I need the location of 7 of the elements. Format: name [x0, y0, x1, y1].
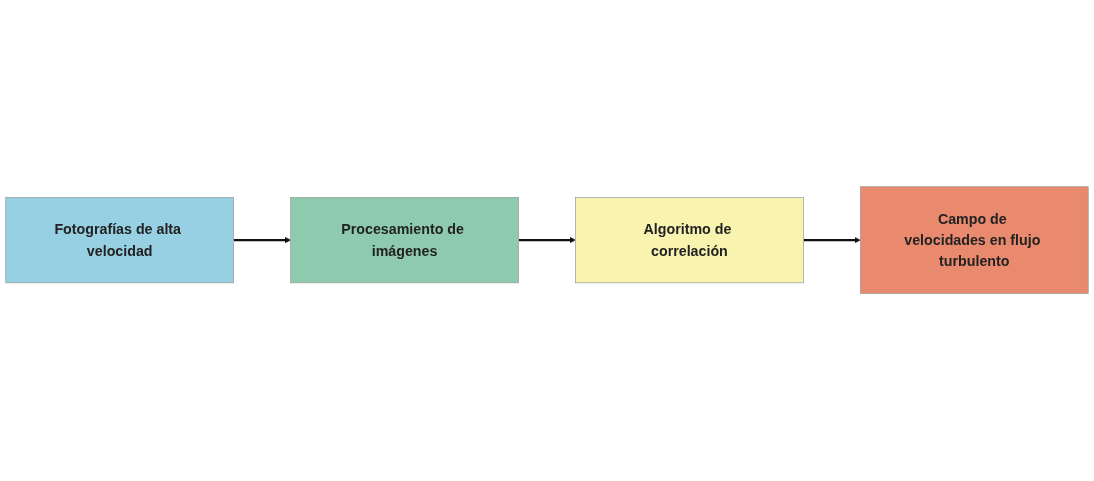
arrow — [803, 237, 861, 244]
node-box: Fotografías de alta velocidad — [5, 197, 234, 284]
arrow — [233, 237, 291, 244]
node-box: Campo de velocidades en flujo turbulento — [860, 186, 1089, 295]
arrow — [518, 237, 576, 244]
node-box: Procesamiento de imágenes — [290, 197, 519, 284]
node-box: Algoritmo de correlación — [575, 197, 804, 284]
